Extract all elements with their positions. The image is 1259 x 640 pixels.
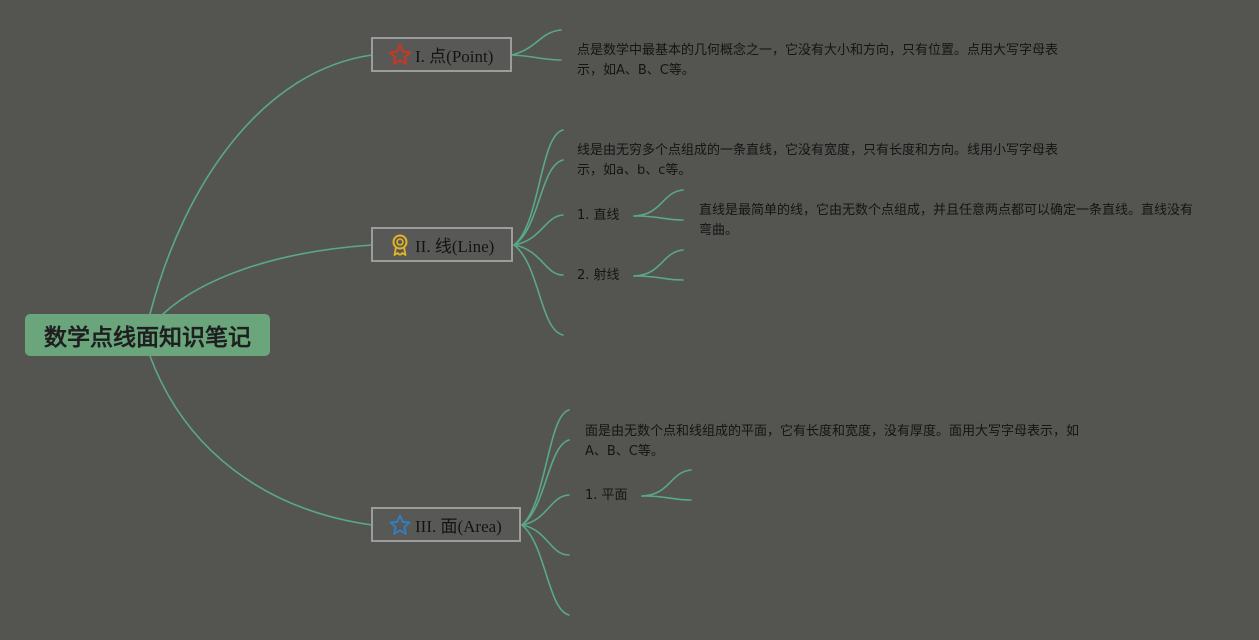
connector-sub2-a: [633, 249, 684, 277]
branch-point[interactable]: I. 点(Point): [371, 37, 512, 72]
branch-line-label: II. 线(Line): [415, 237, 495, 256]
connector-point-end: [511, 54, 562, 61]
subtopic-straight-line[interactable]: 1. 直线: [577, 208, 620, 223]
red-star-icon: [388, 43, 412, 67]
branch-point-label: I. 点(Point): [415, 47, 494, 66]
line-note: 线是由无穷多个点组成的一条直线，它没有宽度，只有长度和方向。线用小写字母表示，如…: [577, 143, 1059, 178]
blue-star-icon: [388, 513, 412, 537]
connector-line-note2: [513, 159, 564, 246]
branch-area[interactable]: III. 面(Area): [371, 507, 521, 542]
connector-area-sub1: [521, 494, 570, 526]
straight-line-note: 直线是最简单的线，它由无数个点组成，并且任意两点都可以确定一条直线。直线没有弯曲…: [699, 203, 1194, 238]
connector-sub2-b: [633, 275, 684, 281]
award-ribbon-icon: [388, 233, 412, 257]
connector-areasub-b: [641, 495, 692, 501]
connector-line-note: [513, 129, 564, 246]
connector-area-c: [521, 524, 570, 556]
root-topic[interactable]: 数学点线面知识笔记: [25, 314, 270, 356]
connector-line-end: [513, 244, 564, 336]
connector-sub1-end: [633, 215, 684, 221]
connector-line-sub2: [513, 244, 564, 276]
connector-area-end: [521, 524, 570, 616]
connector-root-point: [149, 54, 373, 315]
branch-line[interactable]: II. 线(Line): [371, 227, 513, 262]
root-title: 数学点线面知识笔记: [44, 325, 251, 351]
connector-root-area: [149, 355, 373, 526]
connector-root-line: [162, 244, 373, 315]
connector-line-sub1: [513, 214, 564, 246]
connector-area-note2: [521, 439, 570, 526]
point-note: 点是数学中最基本的几何概念之一，它没有大小和方向，只有位置。点用大写字母表示，如…: [577, 43, 1059, 78]
subtopic-plane[interactable]: 1. 平面: [585, 488, 628, 503]
area-note: 面是由无数个点和线组成的平面，它有长度和宽度，没有厚度。面用大写字母表示，如A、…: [585, 424, 1080, 459]
connector-point-note: [511, 29, 562, 56]
branch-area-label: III. 面(Area): [415, 517, 502, 536]
connector-sub1-note: [633, 189, 684, 217]
connector-areasub-a: [641, 469, 692, 497]
connector-area-note: [521, 409, 570, 526]
subtopic-ray[interactable]: 2. 射线: [577, 268, 620, 283]
